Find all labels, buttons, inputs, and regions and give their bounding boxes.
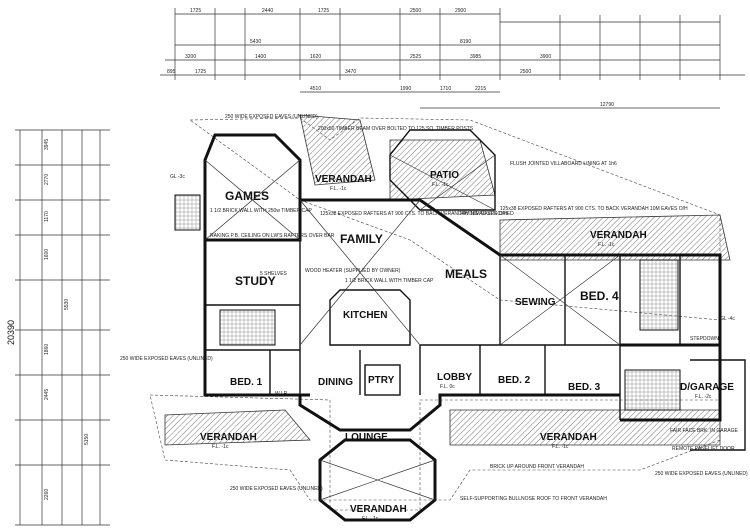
dim-top-3-d: 2525	[410, 54, 421, 60]
note-eaves-left: 250 WIDE EXPOSED EAVES (UNLINED)	[120, 356, 213, 362]
dim-left-c: 1170	[44, 211, 50, 222]
room-label-verandah-br: VERANDAH	[540, 432, 597, 443]
dim-top-4-c: 3470	[345, 69, 356, 75]
dim-top-4-a: 895	[167, 69, 176, 75]
room-label-games: GAMES	[225, 189, 269, 203]
room-label-kitchen: KITCHEN	[343, 310, 387, 321]
dim-top-1-c: 1725	[318, 8, 329, 14]
dim-top-4-d: 4510	[310, 86, 321, 92]
dim-top-1-d: 2500	[410, 8, 421, 14]
dim-left-h: 5150	[84, 434, 90, 445]
note-exposed-rafters-2: 125x38 EXPOSED RAFTERS AT 900 CTS. TO BA…	[320, 211, 508, 217]
note-eaves-bottom: 250 WIDE EXPOSED EAVES (UNLINED)	[230, 486, 323, 492]
dim-left-b: 2770	[44, 174, 50, 185]
room-fl-verandah-bottom: F.L. -1c	[362, 516, 379, 522]
note-villaboard: FLUSH JOINTED VILLABOARD LINING AT 1h6	[510, 161, 617, 167]
garage-outline	[690, 359, 746, 451]
room-label-garage: D/GARAGE	[680, 382, 734, 393]
dim-top-4-g: 2215	[475, 86, 486, 92]
room-fl-verandah-right: F.L. -1c	[598, 242, 615, 248]
room-fl-verandah-top: F.L. -1c	[330, 186, 347, 192]
dim-top-2-a: 5430	[250, 39, 261, 45]
room-labels: GAMES VERANDAH F.L. -1c PATIO F.L. -1c F…	[200, 170, 734, 522]
room-label-lobby: LOBBY	[437, 372, 472, 383]
room-label-verandah-bottom: VERANDAH	[350, 504, 407, 515]
note-gl-left: GL -3c	[170, 174, 185, 180]
dim-top-3-b: 1400	[255, 54, 266, 60]
room-label-family: FAMILY	[340, 232, 383, 246]
dim-top-4-e: 1990	[400, 86, 411, 92]
note-timber-beam: 200x50 TIMBER BEAM OVER BOLTED TO 125 SQ…	[318, 126, 474, 132]
room-label-verandah-right: VERANDAH	[590, 230, 647, 241]
room-fl-patio: F.L. -1c	[432, 182, 449, 188]
room-label-bed1: BED. 1	[230, 377, 263, 388]
dim-left-e: 5530	[64, 299, 70, 310]
room-label-bed2: BED. 2	[498, 375, 531, 386]
room-label-lounge: LOUNGE	[345, 432, 388, 443]
dim-left-g: 2445	[44, 389, 50, 400]
left-dimension-lines: 20390 3945 2770 1170 1600 5530 1860 2445…	[6, 129, 110, 526]
dim-top-1-a: 1725	[190, 8, 201, 14]
roof-lines	[204, 154, 621, 501]
dim-top-3-f: 3900	[540, 54, 551, 60]
dim-top-1-b: 2440	[262, 8, 273, 14]
dim-top-4-h: 2500	[520, 69, 531, 75]
dim-top-3-c: 1620	[310, 54, 321, 60]
room-label-sewing: SEWING	[515, 297, 556, 308]
note-exposed-rafters: 125x38 EXPOSED RAFTERS AT 900 CTS. TO BA…	[500, 206, 688, 212]
dim-top-3-e: 3985	[470, 54, 481, 60]
room-label-study: STUDY	[235, 274, 276, 288]
room-label-verandah-bl: VERANDAH	[200, 432, 257, 443]
note-wood-heater: WOOD HEATER (SUPPLIED BY OWNER)	[305, 268, 401, 274]
room-fl-verandah-br: F.L. -1c	[552, 444, 569, 450]
dim-left-f: 1860	[44, 344, 50, 355]
room-label-dining: DINING	[318, 377, 353, 388]
dim-left-i: 2260	[44, 489, 50, 500]
room-label-patio: PATIO	[430, 170, 459, 181]
room-label-verandah-top: VERANDAH	[315, 174, 372, 185]
room-label-meals: MEALS	[445, 267, 487, 281]
room-fl-verandah-bl: F.L. -1c	[212, 444, 229, 450]
note-gl-right: GL -4c	[720, 316, 735, 322]
note-shelves: 5 SHELVES	[260, 271, 288, 277]
dim-top-4-i: 12790	[600, 102, 614, 108]
left-total-dimension: 20390	[6, 320, 16, 345]
room-label-wir: W.I.R.	[275, 391, 289, 397]
note-remote-door: REMOTE PANELIFT DOOR	[672, 446, 735, 452]
dim-left-d: 1600	[44, 249, 50, 260]
note-raking-ceiling: RAKING P.B. CEILING ON LW'S RAFTERS OVER…	[210, 233, 335, 239]
note-fair-face: FAIR FACE BRK. IN GARAGE	[670, 428, 738, 434]
dim-top-4-b: 1725	[195, 69, 206, 75]
dim-top-2-b: 8190	[460, 39, 471, 45]
note-paving: PAVING AS SPECIFIED	[460, 211, 514, 217]
room-label-ptry: PTRY	[368, 375, 395, 386]
dim-top-4-f: 1710	[440, 86, 451, 92]
room-fl-lobby: F.L. 0c	[440, 384, 455, 390]
verandah-hatched-areas	[164, 114, 731, 446]
note-self-supporting: SELF-SUPPORTING BULLNOSE ROOF TO FRONT V…	[460, 496, 607, 502]
dim-top-3-a: 3200	[185, 54, 196, 60]
dim-left-a: 3945	[44, 139, 50, 150]
room-fl-garage: F.L. -2c	[695, 394, 712, 400]
wet-areas	[174, 194, 681, 411]
dim-top-1-e: 2900	[455, 8, 466, 14]
construction-notes: 250 WIDE EXPOSED EAVES (UNLINED) 200x50 …	[120, 114, 748, 502]
note-brick-wall-games: 1 1/2 BRICK WALL WITH 250w TIMBER CAP	[210, 208, 312, 214]
note-brick-wall-kitchen: 1 1/2 BRICK WALL WITH TIMBER CAP	[345, 278, 434, 284]
room-label-bed4: BED. 4	[580, 289, 619, 303]
room-label-bed3: BED. 3	[568, 382, 601, 393]
note-stepdown: STEPDOWN	[690, 336, 719, 342]
note-eaves-right: 250 WIDE EXPOSED EAVES (UNLINED)	[655, 471, 748, 477]
note-brick-up: BRICK UP AROUND FRONT VERANDAH	[490, 464, 584, 470]
top-dimension-lines: 1725 2440 1725 2500 2900 5430 8190 3200 …	[160, 8, 745, 109]
note-eaves-top: 250 WIDE EXPOSED EAVES (UNLINED)	[225, 114, 318, 120]
